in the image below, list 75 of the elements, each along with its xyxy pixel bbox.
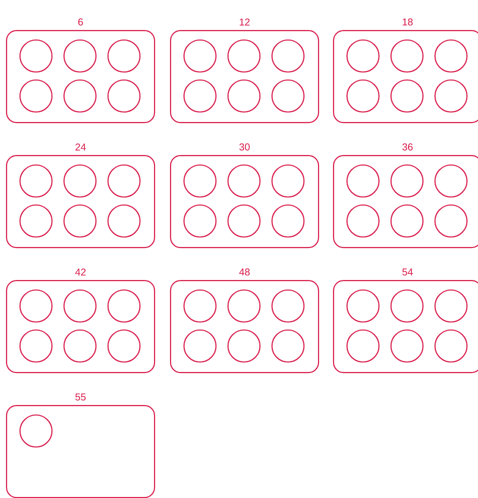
well-circle <box>227 289 261 323</box>
well-circle <box>227 329 261 363</box>
well-circle <box>346 164 380 198</box>
well-circle <box>107 204 141 238</box>
plate-box: 18 <box>333 18 478 124</box>
well-circle <box>390 204 424 238</box>
well-circle <box>346 329 380 363</box>
node-label: 6 <box>78 18 83 26</box>
node-label: 36 <box>402 143 413 150</box>
plate-box: 55 <box>6 394 156 498</box>
well-circle <box>390 39 424 73</box>
well-circle <box>434 289 468 323</box>
well-circle <box>19 39 53 73</box>
well-circle <box>434 39 468 73</box>
plate-box: 54 <box>333 268 478 374</box>
well-circle <box>271 164 305 198</box>
node-label: 55 <box>75 394 86 400</box>
plate-box: 48 <box>170 268 320 374</box>
plate-box: 6 <box>6 18 156 124</box>
node-label: 48 <box>239 268 250 276</box>
well-circle <box>19 329 53 363</box>
well-circle <box>183 204 217 238</box>
well-circle <box>183 329 217 363</box>
well-circle <box>227 39 261 73</box>
well-circle <box>271 39 305 73</box>
well-circle <box>63 204 97 238</box>
well-circle <box>346 79 380 113</box>
well-circle <box>19 414 53 448</box>
well-circle <box>107 329 141 363</box>
node-label: 54 <box>402 268 413 276</box>
well-circle <box>19 164 53 198</box>
well-circle <box>63 39 97 73</box>
well-circle <box>107 39 141 73</box>
node-label: 12 <box>240 18 250 26</box>
node-label: 42 <box>75 268 86 276</box>
well-circle <box>434 329 468 363</box>
plate-box: 42 <box>6 268 156 374</box>
plate-box: 36 <box>333 143 478 248</box>
well-circle <box>63 164 97 198</box>
well-circle <box>390 329 424 363</box>
well-circle <box>19 79 53 113</box>
well-circle <box>19 289 53 323</box>
well-circle <box>346 204 380 238</box>
well-circle <box>63 79 97 113</box>
well-circle <box>434 164 468 198</box>
well-circle <box>346 39 380 73</box>
well-circle <box>271 329 305 363</box>
well-circle <box>390 289 424 323</box>
well-circle <box>390 79 424 113</box>
well-circle <box>227 204 261 238</box>
well-circle <box>107 164 141 198</box>
well-circle <box>183 79 217 113</box>
well-circle <box>434 204 468 238</box>
well-circle <box>107 289 141 323</box>
well-circle <box>271 289 305 323</box>
well-circle <box>390 164 424 198</box>
well-circle <box>63 329 97 363</box>
node-label: 30 <box>239 143 250 150</box>
well-circle <box>346 289 380 323</box>
well-circle <box>183 39 217 73</box>
plate-box: 12 <box>170 18 320 124</box>
plate-box: 30 <box>170 143 320 248</box>
well-circle <box>19 204 53 238</box>
well-circle <box>63 289 97 323</box>
well-circle <box>271 204 305 238</box>
node-label: 18 <box>402 18 413 26</box>
plate-box: 24 <box>6 144 156 248</box>
well-circle <box>107 79 141 113</box>
node-label: 24 <box>76 144 86 150</box>
well-circle <box>227 79 261 113</box>
well-circle <box>183 289 217 323</box>
well-circle <box>434 79 468 113</box>
well-circle <box>227 164 261 198</box>
well-circle <box>271 79 305 113</box>
well-circle <box>183 164 217 198</box>
